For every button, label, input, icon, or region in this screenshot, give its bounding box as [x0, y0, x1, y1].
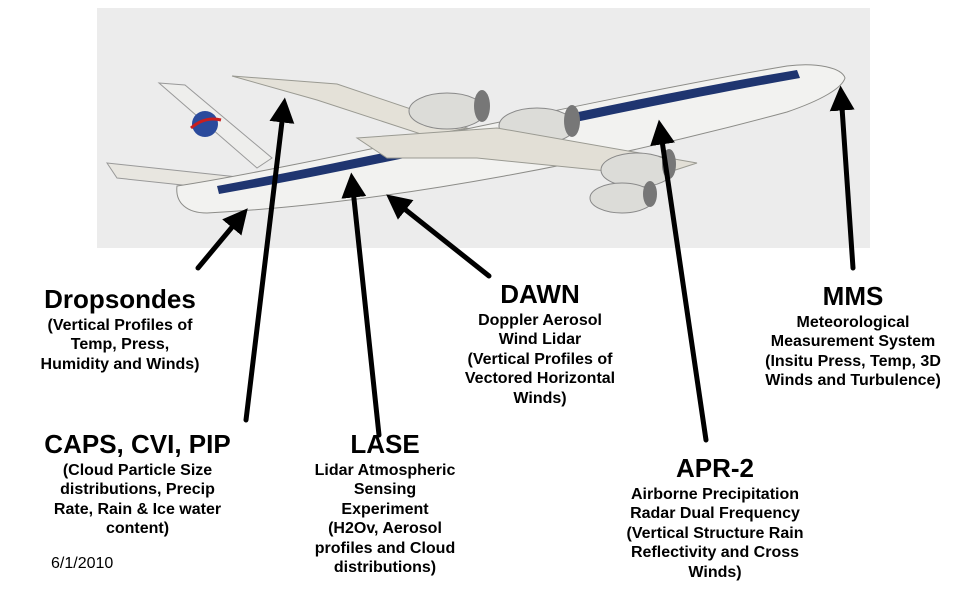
label-mms: MMS Meteorological Measurement System (I…: [738, 280, 968, 391]
label-title: MMS: [822, 281, 884, 311]
label-line: (Cloud Particle Size: [62, 461, 213, 479]
label-caps: CAPS, CVI, PIP (Cloud Particle Size dist…: [5, 428, 270, 539]
engine-left-upper: [408, 90, 490, 130]
label-line: distributions): [333, 559, 437, 577]
label-title: Dropsondes: [44, 284, 196, 314]
arrow-dawn: [386, 194, 492, 279]
arrow-caps: [243, 97, 295, 423]
label-line: Airborne Precipitation: [630, 485, 800, 503]
label-dawn: DAWN Doppler Aerosol Wind Lidar (Vertica…: [440, 278, 640, 408]
label-line: (Vertical Profiles of: [47, 316, 193, 334]
label-line: Experiment: [341, 500, 429, 518]
label-line: profiles and Cloud: [314, 539, 456, 557]
label-line: Doppler Aerosol: [478, 311, 602, 329]
label-line: Lidar Atmospheric: [314, 461, 456, 479]
label-line: (H2Ov, Aerosol: [328, 520, 442, 538]
arrow-mms: [829, 85, 856, 271]
label-line: Humidity and Winds): [40, 355, 200, 373]
label-line: Winds and Turbulence): [765, 372, 941, 390]
arrow-lase: [341, 172, 382, 438]
label-line: (Vertical Profiles of: [467, 350, 613, 368]
label-apr2: APR-2 Airborne Precipitation Radar Dual …: [595, 452, 835, 582]
nasa-logo: [190, 111, 222, 137]
label-dropsondes: Dropsondes (Vertical Profiles of Temp, P…: [20, 283, 220, 374]
label-title: LASE: [350, 429, 420, 459]
label-line: content): [105, 520, 170, 538]
label-line: (Vertical Structure Rain: [626, 524, 804, 542]
label-line: Sensing: [353, 481, 417, 499]
date-stamp: 6/1/2010: [51, 555, 114, 572]
label-title: DAWN: [500, 279, 580, 309]
label-line: Meteorological: [796, 313, 910, 331]
label-line: Reflectivity and Cross: [630, 544, 800, 562]
label-line: Winds): [513, 389, 567, 407]
label-lase: LASE Lidar Atmospheric Sensing Experimen…: [290, 428, 480, 578]
label-title: APR-2: [675, 453, 754, 483]
label-line: Temp, Press,: [70, 336, 170, 354]
label-line: Winds): [688, 563, 742, 581]
label-line: Measurement System: [770, 333, 936, 351]
label-line: Radar Dual Frequency: [630, 505, 800, 523]
label-line: distributions, Precip: [60, 481, 215, 499]
engine-right-lower: [589, 181, 657, 214]
label-title: CAPS, CVI, PIP: [44, 429, 231, 459]
label-line: (Insitu Press, Temp, 3D: [765, 352, 941, 370]
label-line: Wind Lidar: [498, 331, 582, 349]
label-line: Rate, Rain & Ice water: [53, 500, 222, 518]
arrow-dropsondes: [195, 208, 248, 271]
label-line: Vectored Horizontal: [464, 370, 616, 388]
arrow-apr2: [650, 119, 709, 443]
